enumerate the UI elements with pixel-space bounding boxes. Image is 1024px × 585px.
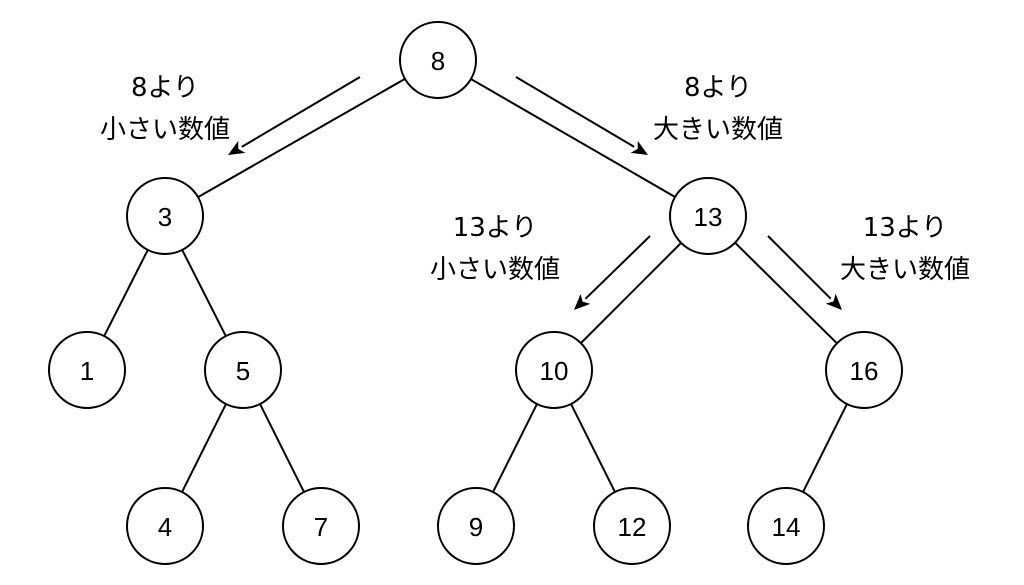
arrow-head [630, 140, 648, 155]
annotation-line: 13より [453, 213, 538, 243]
node-circle [126, 487, 204, 565]
annotation-line: 小さい数値 [100, 115, 230, 145]
node-9: 9 [437, 487, 515, 565]
node-label: 13 [694, 202, 723, 232]
node-circle [282, 487, 360, 565]
direction-arrows [228, 76, 842, 310]
node-label: 14 [772, 512, 801, 542]
edge-n13-n16 [734, 241, 838, 345]
arrow-head [228, 140, 246, 155]
edge-n5-n4 [181, 403, 227, 493]
node-16: 16 [825, 331, 903, 409]
edge-n5-n7 [259, 403, 305, 493]
arrow-shaft [515, 76, 635, 148]
annotation-line: 8より [131, 73, 199, 103]
annotation-line: 大きい数値 [653, 115, 783, 145]
node-13: 13 [669, 177, 747, 255]
edge-n8-n13 [470, 78, 676, 198]
node-label: 4 [158, 512, 172, 542]
node-1: 1 [48, 331, 126, 409]
node-label: 7 [314, 512, 328, 542]
tree-edges [103, 77, 848, 493]
arrow-13-left [574, 235, 651, 310]
arrow-root-right [515, 76, 648, 155]
node-8: 8 [399, 21, 477, 99]
node-circle [669, 177, 747, 255]
annotation-line: 大きい数値 [840, 255, 970, 285]
annotation-line: 小さい数値 [430, 255, 560, 285]
annotation-line: 13より [863, 213, 948, 243]
edge-n16-n14 [802, 403, 848, 493]
arrow-shaft [767, 235, 832, 300]
edge-n13-n10 [580, 242, 682, 344]
arrow-root-left [228, 76, 361, 155]
node-7: 7 [282, 487, 360, 565]
node-3: 3 [126, 177, 204, 255]
node-circle [126, 177, 204, 255]
node-circle [399, 21, 477, 99]
edge-n8-n3 [197, 77, 406, 199]
arrow-head [574, 293, 591, 310]
node-14: 14 [747, 487, 825, 565]
node-circle [825, 331, 903, 409]
edge-n3-n1 [103, 249, 149, 337]
node-label: 9 [469, 512, 483, 542]
arrow-shaft [584, 235, 651, 300]
arrow-shaft [241, 76, 361, 148]
annotation-line: 8より [684, 73, 752, 103]
node-label: 8 [431, 46, 445, 76]
node-circle [515, 331, 593, 409]
node-label: 12 [618, 512, 647, 542]
node-5: 5 [204, 331, 282, 409]
edge-n3-n5 [181, 249, 227, 337]
node-circle [204, 331, 282, 409]
edge-n10-n9 [492, 403, 538, 493]
node-label: 5 [236, 356, 250, 386]
node-circle [593, 487, 671, 565]
arrow-13-right [767, 235, 842, 310]
node-label: 1 [80, 356, 94, 386]
node-circle [437, 487, 515, 565]
node-10: 10 [515, 331, 593, 409]
node-label: 16 [850, 356, 879, 386]
node-12: 12 [593, 487, 671, 565]
node-circle [48, 331, 126, 409]
node-label: 10 [540, 356, 569, 386]
node-4: 4 [126, 487, 204, 565]
arrow-head [825, 293, 842, 310]
node-circle [747, 487, 825, 565]
tree-nodes: 8 3 13 1 5 10 16 4 7 9 12 14 [48, 21, 903, 565]
edge-n10-n12 [570, 403, 616, 493]
node-label: 3 [158, 202, 172, 232]
